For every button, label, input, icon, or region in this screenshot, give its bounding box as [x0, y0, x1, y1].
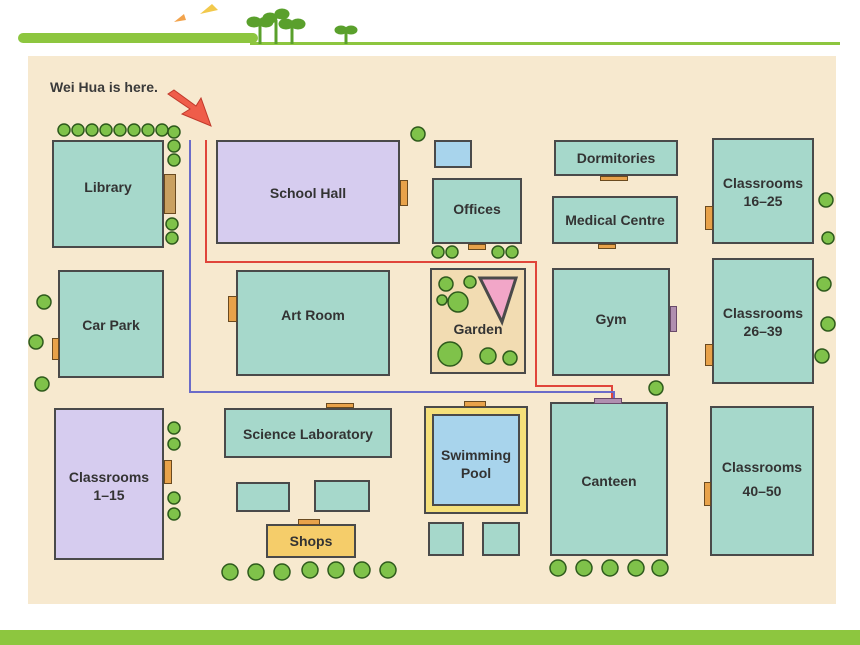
classrooms-40-50-label-1: Classrooms — [721, 459, 803, 475]
header-line — [250, 42, 840, 45]
classrooms-16-25-label-1: Classrooms — [722, 175, 804, 191]
garden-icon — [436, 275, 519, 367]
art-room-building: Art Room — [236, 270, 390, 376]
classrooms-16-25-door — [705, 206, 713, 230]
gym-label: Gym — [595, 311, 627, 327]
classrooms-40-50-label-2: 40–50 — [742, 483, 782, 499]
library-label: Library — [84, 179, 132, 195]
offices-door — [468, 244, 486, 250]
map-routes — [28, 89, 836, 581]
dormitories-door — [600, 176, 628, 181]
school-hall-door — [400, 180, 408, 206]
dormitories-building: Dormitories — [554, 140, 678, 176]
swimming-pool-door — [464, 401, 486, 407]
library-door — [164, 174, 176, 214]
science-laboratory-building: Science Laboratory — [224, 408, 392, 458]
classrooms-1-15-label-1: Classrooms — [68, 469, 150, 485]
medical-centre-label: Medical Centre — [565, 212, 665, 228]
swimming-pool-label-2: Pool — [460, 465, 492, 481]
science-laboratory-door — [326, 403, 354, 408]
classrooms-26-39-door — [705, 344, 713, 366]
classrooms-16-25-label-2: 16–25 — [743, 193, 783, 209]
garden-label: Garden — [453, 321, 503, 337]
tree-icons — [28, 123, 836, 581]
medical-centre-door — [598, 244, 616, 249]
art-room-door — [228, 296, 237, 322]
small-building — [434, 140, 472, 168]
medical-centre-building: Medical Centre — [552, 196, 678, 244]
header-bar — [18, 33, 258, 43]
classrooms-40-50-door — [704, 482, 711, 506]
classrooms-1-15-label-2: 1–15 — [93, 487, 125, 503]
school-hall-building: School Hall — [216, 140, 400, 244]
car-park-building: Car Park — [58, 270, 164, 378]
classrooms-26-39-building: Classrooms 26–39 — [712, 258, 814, 384]
start-label: Wei Hua is here. — [50, 79, 158, 95]
red-route — [205, 140, 613, 402]
classrooms-26-39-label-2: 26–39 — [743, 323, 783, 339]
gym-door — [670, 306, 677, 332]
small-building — [428, 522, 464, 556]
canteen-label: Canteen — [581, 473, 637, 489]
swimming-pool-area: Swimming Pool — [424, 406, 528, 514]
blue-route — [189, 140, 615, 402]
shops-label: Shops — [289, 533, 333, 549]
school-hall-label: School Hall — [269, 185, 347, 201]
classrooms-16-25-building: Classrooms 16–25 — [712, 138, 814, 244]
shops-door — [298, 519, 320, 525]
art-room-label: Art Room — [281, 307, 345, 323]
offices-building: Offices — [432, 178, 522, 244]
classrooms-26-39-label-1: Classrooms — [722, 305, 804, 321]
small-building — [482, 522, 520, 556]
classrooms-1-15-building: Classrooms 1–15 — [54, 408, 164, 560]
offices-label: Offices — [453, 201, 501, 217]
library-building: Library — [52, 140, 164, 248]
classrooms-40-50-building: Classrooms 40–50 — [710, 406, 814, 556]
sprout-icon — [174, 4, 358, 44]
small-building — [314, 480, 370, 512]
canteen-building: Canteen — [550, 402, 668, 556]
school-map: Wei Hua is here. Library School Hall Off… — [28, 56, 836, 604]
small-building — [236, 482, 290, 512]
pool-water — [432, 414, 520, 506]
science-laboratory-label: Science Laboratory — [243, 426, 373, 442]
shops-building: Shops — [266, 524, 356, 558]
car-park-label: Car Park — [82, 317, 140, 333]
classrooms-1-15-door — [164, 460, 172, 484]
canteen-door — [594, 398, 622, 404]
gym-building: Gym — [552, 268, 670, 376]
garden-area: Garden — [430, 268, 526, 374]
car-park-door — [52, 338, 59, 360]
dormitories-label: Dormitories — [576, 150, 656, 166]
swimming-pool-label-1: Swimming — [440, 447, 511, 463]
arrow-icon — [167, 89, 212, 127]
footer-bar — [0, 630, 860, 645]
